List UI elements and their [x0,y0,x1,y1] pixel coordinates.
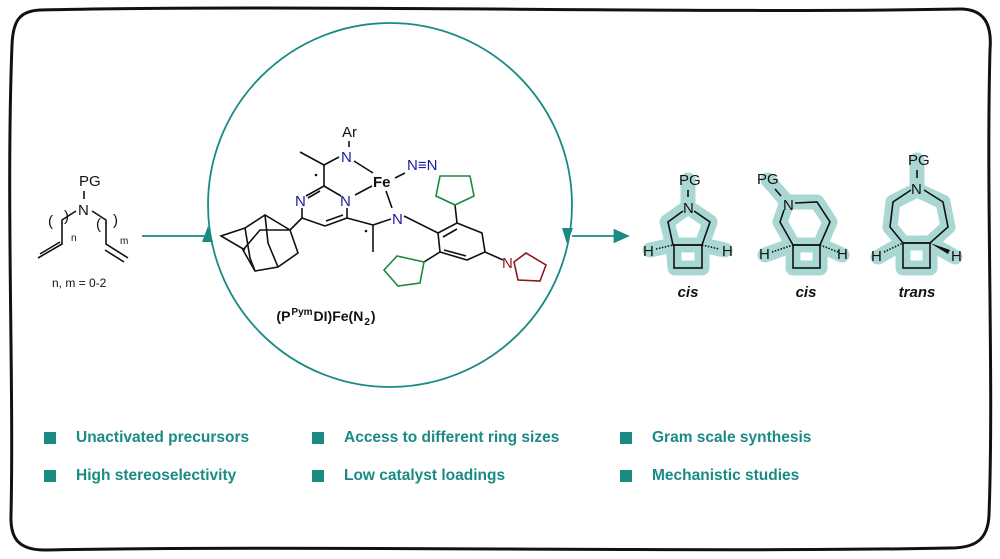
svg-text:PG: PG [79,173,101,190]
feature-label: Low catalyst loadings [344,467,506,484]
svg-text:N: N [341,149,352,166]
svg-text:N: N [392,211,403,228]
feature-ring-sizes: Access to different ring sizes [312,429,559,447]
svg-text:): ) [113,212,118,229]
svg-text:N: N [683,200,694,217]
bullet-square-icon [44,470,56,482]
catalyst-name: (PPymDI)Fe(N2) [240,303,412,333]
feature-label: Access to different ring sizes [344,429,560,446]
frame-border [8,6,993,552]
svg-text:H: H [951,248,962,265]
svg-text:PG: PG [679,172,701,189]
svg-text:N: N [783,197,794,214]
svg-text:cis: cis [796,284,817,301]
iron-catalyst-structure: Ar N Fe N≡N N N N N [219,124,547,287]
bullet-square-icon [312,470,324,482]
svg-text:n, m = 0-2: n, m = 0-2 [52,276,107,290]
svg-text:N: N [502,255,513,272]
svg-text:(: ( [96,216,101,233]
svg-text:PG: PG [757,171,779,188]
feature-low-loadings: Low catalyst loadings [312,467,505,485]
bullet-square-icon [620,470,632,482]
svg-text:N: N [295,193,306,210]
svg-text:trans: trans [899,284,936,301]
svg-text:N: N [78,202,89,219]
feature-gram-scale: Gram scale synthesis [620,429,811,447]
svg-text:H: H [837,246,848,263]
feature-label: Mechanistic studies [652,467,800,484]
catalyst-name-subscript: 2 [364,317,370,328]
cycle-arrowhead-right [562,228,573,244]
product-bicyclic-5-4: PG N H H cis [642,172,733,301]
svg-text:H: H [643,243,654,260]
catalyst-name-part: DI)Fe(N [313,308,364,324]
bullet-square-icon [312,432,324,444]
feature-label: Gram scale synthesis [652,429,812,446]
svg-text:N: N [911,181,922,198]
feature-label: Unactivated precursors [76,429,250,446]
catalyst-name-superscript: Pym [291,307,313,318]
feature-label: High stereoselectivity [76,467,237,484]
cycle-arrowhead-left [202,226,213,242]
svg-text:n: n [71,233,77,244]
svg-text:PG: PG [908,152,930,169]
product-bicyclic-7-4: PG N H H trans [870,152,963,301]
svg-text:m: m [120,236,128,247]
svg-text:H: H [871,248,882,265]
svg-text:Fe: Fe [373,174,391,191]
catalytic-cycle-circle [207,22,573,388]
svg-text:H: H [759,246,770,263]
catalyst-name-part: (P [276,308,291,324]
feature-mechanistic-studies: Mechanistic studies [620,467,799,485]
svg-text:): ) [64,208,69,225]
substrate-structure: PG N ( ( ) ) n m n, m = 0-2 [37,173,129,290]
catalyst-name-part: ) [370,308,376,324]
svg-text:N≡N: N≡N [407,157,437,174]
bullet-square-icon [620,432,632,444]
svg-text:Ar: Ar [342,124,357,141]
bullet-square-icon [44,432,56,444]
feature-stereoselectivity: High stereoselectivity [44,467,236,485]
svg-text:N: N [340,193,351,210]
svg-text:(: ( [48,213,53,230]
feature-unactivated-precursors: Unactivated precursors [44,429,249,447]
product-bicyclic-6-4: PG N H H cis [757,171,850,301]
svg-text:cis: cis [678,284,699,301]
svg-text:H: H [722,243,733,260]
